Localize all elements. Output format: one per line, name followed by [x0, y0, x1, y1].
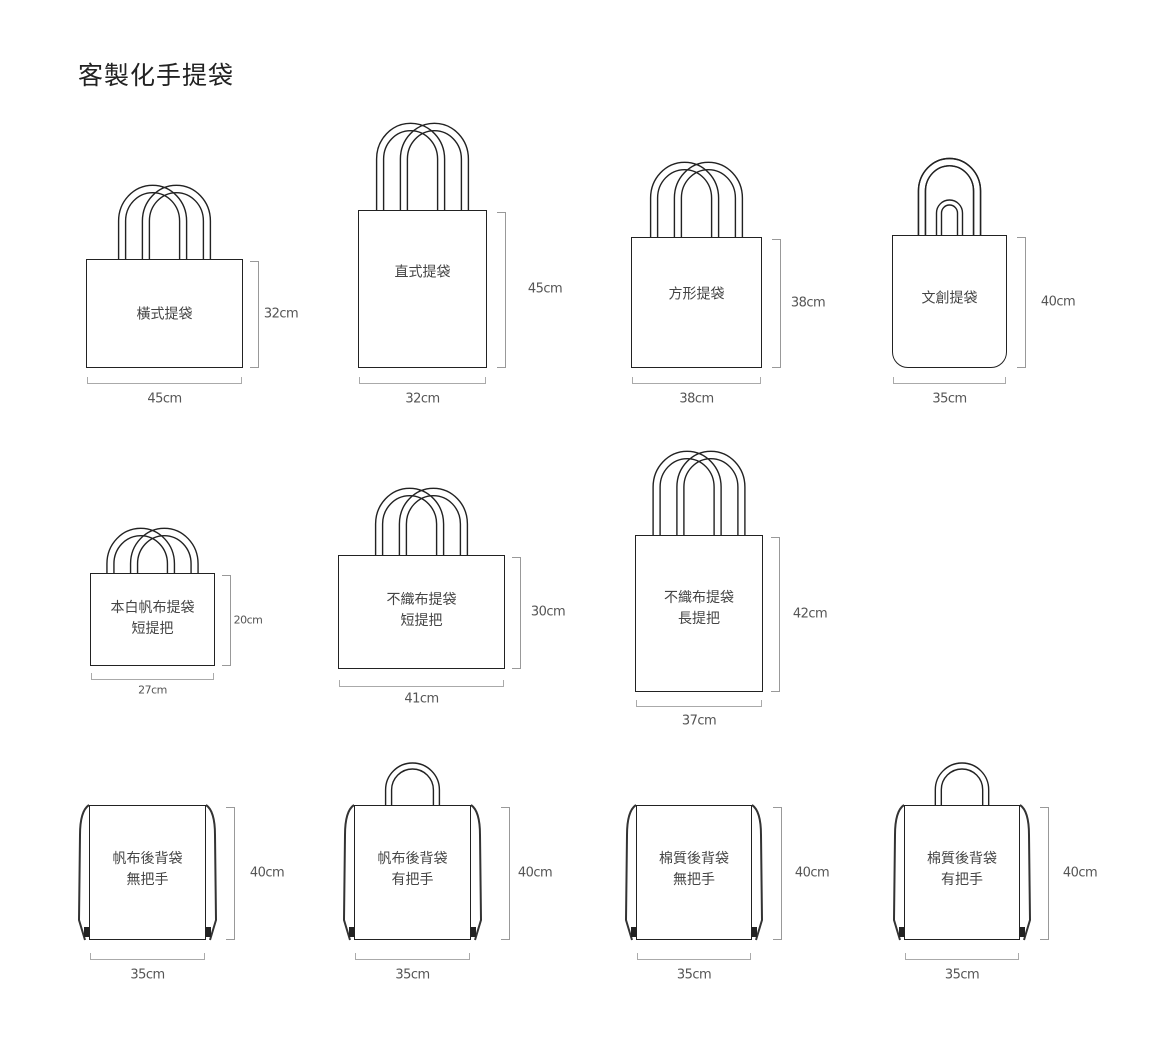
height-label: 40cm — [517, 865, 553, 880]
bag-name: 本白帆布提袋短提把 — [111, 598, 195, 640]
height-label: 40cm — [1040, 294, 1076, 309]
bag-body — [89, 805, 206, 940]
bag-name: 不織布提袋短提把 — [387, 590, 457, 632]
width-label: 38cm — [679, 391, 714, 407]
bag-name-line: 無把手 — [126, 872, 169, 888]
height-label: 38cm — [790, 295, 826, 310]
bag-name-line: 不織布提袋 — [386, 592, 457, 608]
width-bracket — [632, 377, 761, 384]
bag-name: 不織布提袋長提把 — [664, 588, 734, 630]
bag-body — [892, 235, 1007, 368]
bag-body — [86, 259, 243, 368]
width-bracket — [636, 700, 762, 707]
height-label: 45cm — [527, 281, 563, 297]
bag-body — [338, 555, 505, 669]
bag-name-line: 無把手 — [673, 872, 715, 888]
bag-name-line: 不織布提袋 — [664, 590, 734, 606]
width-label: 35cm — [130, 967, 165, 983]
width-bracket — [905, 953, 1019, 960]
bag-name: 棉質後背袋無把手 — [659, 849, 729, 891]
height-bracket — [1017, 237, 1026, 368]
height-bracket — [771, 537, 780, 692]
bag-name: 方形提袋 — [669, 285, 725, 306]
width-label: 41cm — [404, 691, 439, 707]
height-bracket — [773, 807, 782, 940]
height-bracket — [772, 239, 781, 368]
width-label: 35cm — [932, 391, 967, 407]
bag-body — [354, 805, 471, 940]
height-bracket — [226, 807, 235, 940]
width-bracket — [339, 680, 504, 687]
bag-body — [904, 805, 1020, 940]
bag-name-line: 長提把 — [678, 611, 720, 627]
bag-body — [90, 573, 215, 666]
bag-name: 文創提袋 — [922, 289, 978, 310]
width-label: 45cm — [147, 391, 182, 407]
height-label: 40cm — [794, 865, 830, 880]
width-label: 37cm — [681, 713, 717, 729]
bag-body — [631, 237, 762, 368]
height-label: 32cm — [263, 306, 299, 321]
height-bracket — [222, 575, 231, 666]
bag-name-line: 帆布後背袋 — [112, 851, 183, 867]
height-bracket — [512, 557, 521, 669]
bag-body — [635, 535, 763, 692]
height-label: 40cm — [249, 865, 285, 880]
bag-name-line: 棉質後背袋 — [927, 851, 997, 867]
width-bracket — [91, 673, 214, 680]
height-bracket — [250, 261, 259, 368]
height-label: 20cm — [233, 613, 263, 626]
bag-name: 棉質後背袋有把手 — [927, 849, 997, 891]
bag-name-line: 方形提袋 — [668, 286, 725, 303]
bag-name-line: 橫式提袋 — [136, 306, 193, 323]
bag-name-line: 短提把 — [400, 613, 443, 629]
height-label: 40cm — [1062, 865, 1098, 880]
width-bracket — [87, 377, 242, 384]
bag-name-line: 文創提袋 — [921, 290, 978, 307]
page-title: 客製化手提袋 — [78, 61, 235, 90]
bag-name-line: 本白帆布提袋 — [110, 600, 195, 616]
width-bracket — [359, 377, 486, 384]
width-label: 32cm — [405, 391, 440, 407]
height-bracket — [497, 212, 506, 368]
bag-name-line: 帆布後背袋 — [377, 851, 448, 867]
bag-name: 橫式提袋 — [137, 305, 193, 326]
bag-name-line: 有把手 — [941, 872, 983, 888]
width-label: 35cm — [395, 967, 430, 983]
width-label: 27cm — [138, 683, 167, 697]
width-bracket — [355, 953, 470, 960]
width-label: 35cm — [944, 967, 980, 983]
bag-name: 帆布後背袋有把手 — [378, 849, 448, 891]
width-bracket — [90, 953, 205, 960]
width-bracket — [637, 953, 751, 960]
bag-name-line: 短提把 — [131, 621, 174, 637]
bag-name-line: 直式提袋 — [394, 264, 451, 281]
bag-name-line: 有把手 — [391, 872, 434, 888]
bag-name: 帆布後背袋無把手 — [113, 849, 183, 891]
bag-body — [636, 805, 752, 940]
width-bracket — [893, 377, 1006, 384]
height-bracket — [1040, 807, 1049, 940]
width-label: 35cm — [676, 967, 712, 983]
bag-name-line: 棉質後背袋 — [659, 851, 729, 867]
height-bracket — [501, 807, 510, 940]
height-label: 42cm — [792, 606, 828, 621]
bag-name: 直式提袋 — [395, 263, 451, 284]
height-label: 30cm — [530, 604, 566, 620]
bag-body — [358, 210, 487, 368]
